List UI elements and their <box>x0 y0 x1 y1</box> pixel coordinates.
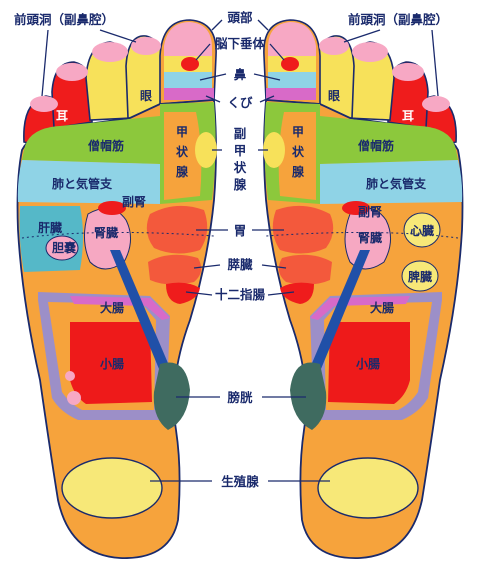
label-parathyroid-4: 腺 <box>234 177 247 192</box>
label-duodenum: 十二指腸 <box>215 287 266 302</box>
left-small-intestine <box>70 322 152 404</box>
label-neck: くび <box>227 95 253 110</box>
left-label-liver: 肝臓 <box>38 220 62 235</box>
left-thyroid-inner <box>164 112 202 200</box>
left-appendix-1 <box>65 371 75 381</box>
label-parathyroid-1: 副 <box>234 126 247 141</box>
left-duodenum <box>166 282 200 304</box>
label-bladder: 膀胱 <box>226 390 253 405</box>
left-label-kidney: 腎臓 <box>94 225 118 240</box>
right-label-spleen: 脾臓 <box>408 269 432 284</box>
left-label-lung: 肺と気管支 <box>52 176 113 191</box>
left-label-eye: 眼 <box>140 89 152 103</box>
right-pancreas <box>278 254 332 285</box>
right-heart <box>403 212 441 248</box>
right-label-thyroid-2: 状 <box>292 144 305 159</box>
left-label-small-intestine: 小腸 <box>100 356 124 371</box>
right-spleen <box>401 260 439 292</box>
right-toe-4-tip <box>392 63 424 81</box>
left-toe-little-tip <box>30 96 58 112</box>
label-reproductive: 生殖腺 <box>221 474 259 489</box>
left-label-sinus: 前頭洞（副鼻腔） <box>14 12 114 27</box>
left-toe-3-tip <box>92 42 128 62</box>
right-label-thyroid-1: 甲 <box>292 125 304 139</box>
left-parathyroid-spot <box>195 132 217 168</box>
right-small-intestine <box>328 322 410 404</box>
right-toe-2-tip <box>319 37 349 55</box>
left-adrenal <box>98 201 126 215</box>
left-large-intestine-pink <box>70 296 170 320</box>
right-duodenum <box>280 282 314 304</box>
left-stomach <box>146 205 208 254</box>
label-head: 頭部 <box>227 10 253 25</box>
right-big-toe-nose <box>268 72 316 88</box>
right-parathyroid-spot <box>263 132 285 168</box>
left-label-adrenal: 副腎 <box>122 194 146 209</box>
left-label-gallbladder: 胆嚢 <box>52 240 77 255</box>
right-label-kidney: 腎臓 <box>358 230 382 245</box>
right-waistline <box>265 231 459 239</box>
label-pancreas: 膵臓 <box>227 257 253 272</box>
right-label-large-intestine: 大腸 <box>370 300 394 315</box>
left-lung-zone <box>17 160 161 204</box>
left-toe-4-tip <box>56 63 88 81</box>
right-label-trapezius: 僧帽筋 <box>358 138 394 153</box>
right-pituitary-spot <box>281 57 299 71</box>
center-labels: 頭部 脳下垂体 鼻 くび 副 甲 状 腺 胃 膵臓 十二指腸 膀胱 生殖腺 <box>215 10 266 489</box>
left-appendix-2 <box>67 391 81 405</box>
label-nose: 鼻 <box>234 67 247 82</box>
label-stomach: 胃 <box>234 223 247 238</box>
leader-lines <box>41 19 439 482</box>
label-parathyroid-2: 甲 <box>234 143 247 158</box>
right-thyroid-inner <box>278 112 316 200</box>
left-big-toe-nose <box>164 72 212 88</box>
right-bladder <box>290 362 327 430</box>
left-label-large-intestine: 大腸 <box>100 300 124 315</box>
right-lung-zone <box>320 160 463 204</box>
right-label-lung: 肺と気管支 <box>366 176 427 191</box>
right-label-sinus: 前頭洞（副鼻腔） <box>348 12 448 27</box>
left-labels: 前頭洞（副鼻腔） 耳 眼 僧帽筋 甲 状 腺 肺と気管支 副腎 肝臓 腎臓 胆嚢… <box>14 12 189 371</box>
left-label-thyroid-1: 甲 <box>176 125 188 139</box>
right-trapezius-zone <box>320 116 458 164</box>
left-pituitary-spot <box>181 57 199 71</box>
left-big-toe-head <box>164 22 212 56</box>
right-label-small-intestine: 小腸 <box>356 356 380 371</box>
left-label-trapezius: 僧帽筋 <box>88 138 124 153</box>
label-parathyroid-3: 状 <box>234 160 247 175</box>
left-big-toe-neck-band <box>164 88 214 100</box>
right-label-eye: 眼 <box>328 89 340 103</box>
right-foot <box>263 19 464 559</box>
right-label-adrenal: 副腎 <box>358 204 382 219</box>
right-labels: 前頭洞（副鼻腔） 耳 眼 僧帽筋 甲 状 腺 肺と気管支 副腎 腎臓 心臓 脾臓… <box>292 12 448 371</box>
right-toe-little-tip <box>422 96 450 112</box>
right-label-thyroid-3: 腺 <box>292 164 305 179</box>
left-bladder <box>153 362 190 430</box>
right-kidney <box>344 207 391 270</box>
right-adrenal <box>342 201 370 215</box>
left-pancreas <box>148 254 202 285</box>
left-reproductive <box>61 457 163 519</box>
left-trapezius-zone <box>22 116 160 164</box>
left-gallbladder <box>45 235 79 261</box>
right-big-toe-neck-band <box>266 88 316 100</box>
right-label-ear: 耳 <box>402 109 414 123</box>
left-label-ear: 耳 <box>56 109 68 123</box>
right-large-intestine-pink <box>310 296 410 320</box>
label-pituitary: 脳下垂体 <box>215 36 266 51</box>
right-ureter <box>304 250 370 386</box>
left-ureter <box>110 250 176 386</box>
left-label-thyroid-2: 状 <box>176 144 189 159</box>
right-big-toe-head <box>268 22 316 56</box>
right-reproductive <box>317 457 419 519</box>
left-label-thyroid-3: 腺 <box>176 164 189 179</box>
left-toe-2-tip <box>131 37 161 55</box>
left-foot <box>16 19 217 559</box>
right-stomach <box>272 205 334 254</box>
left-waistline <box>21 231 215 239</box>
right-label-heart: 心臓 <box>410 223 434 238</box>
right-toe-3-tip <box>352 42 388 62</box>
